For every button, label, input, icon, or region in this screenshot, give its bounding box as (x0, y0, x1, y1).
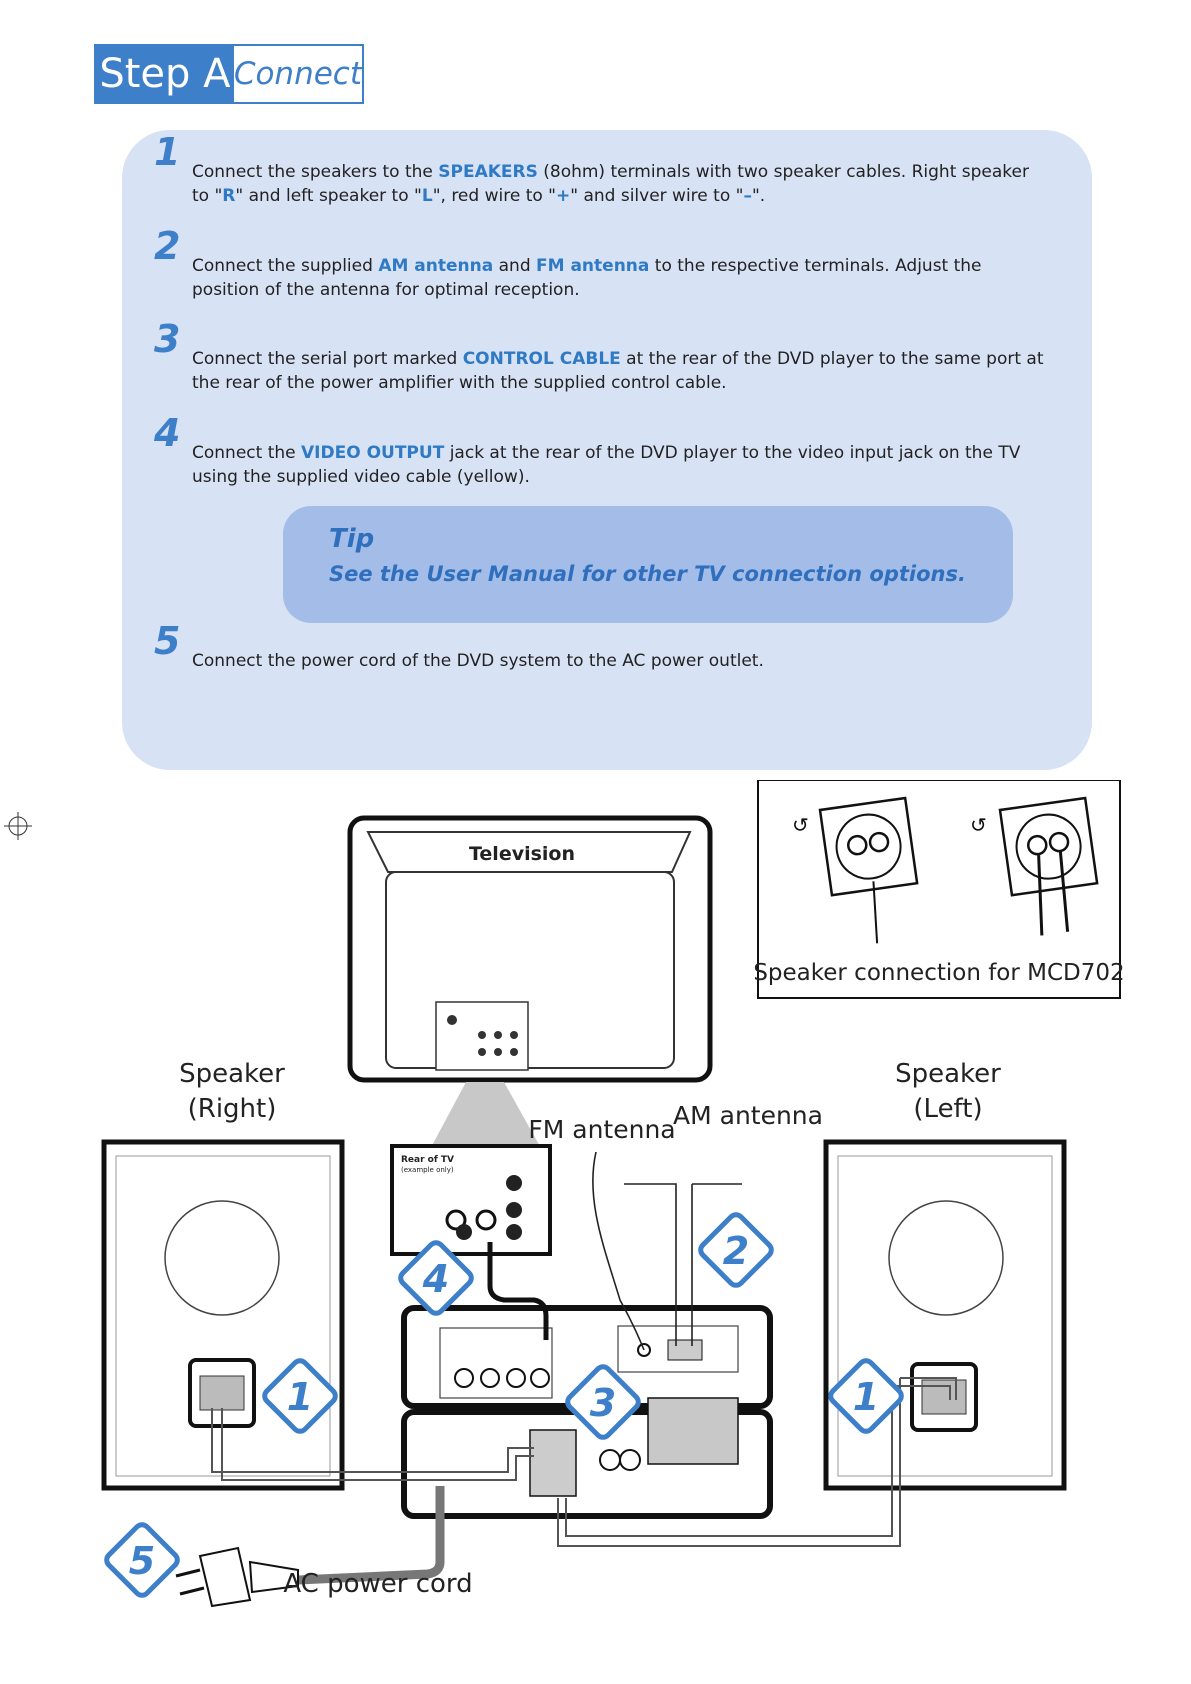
step-number: 3 (154, 317, 181, 361)
step-title: Connect (233, 56, 362, 92)
connection-diagram: Television ↺ ↺ Speaker connection for MC… (4, 780, 1125, 1608)
step-marker-5: 5 (104, 1522, 180, 1598)
step-text-segment: Connect the serial port marked (192, 349, 463, 369)
speaker-cables (211, 1377, 957, 1547)
step-marker-3: 3 (565, 1364, 641, 1440)
highlight-term: L (421, 186, 433, 206)
step-text: Connect the speakers to the SPEAKERS (8o… (166, 160, 1046, 208)
step-marker-1-left: 1 (828, 1358, 904, 1434)
speaker-left-illustration (823, 1139, 1067, 1491)
step-marker-4: 4 (398, 1240, 474, 1316)
highlight-term: CONTROL CABLE (462, 349, 621, 369)
highlight-term: SPEAKERS (438, 162, 538, 182)
highlight-term: – (743, 186, 752, 206)
step-text-segment: and (493, 256, 537, 276)
speaker-right-label-1: Speaker (179, 1059, 285, 1089)
highlight-term: AM antenna (378, 256, 494, 276)
svg-text:4: 4 (422, 1257, 449, 1301)
tip-text: See the User Manual for other TV connect… (329, 562, 966, 586)
power-amplifier-illustration (401, 1397, 773, 1519)
svg-text:5: 5 (129, 1539, 155, 1583)
step-text: Connect the supplied AM antenna and FM a… (166, 254, 1046, 302)
step-text-segment: Connect the (192, 443, 301, 463)
step-5: 5 Connect the power cord of the DVD syst… (154, 622, 1046, 673)
step-text-segment: Connect the power cord of the DVD system… (192, 651, 764, 671)
speaker-left-label-1: Speaker (895, 1059, 1001, 1089)
step-text-segment: ". (751, 186, 766, 206)
rear-of-tv-panel (390, 1144, 552, 1256)
step-label: Step A (96, 46, 234, 102)
step-marker-1-right: 1 (262, 1358, 338, 1434)
tip-title: Tip (329, 524, 375, 554)
speaker-connection-inset: ↺ ↺ (757, 780, 1121, 999)
highlight-term: VIDEO OUTPUT (301, 443, 445, 463)
step-2: 2 Connect the supplied AM antenna and FM… (154, 227, 1046, 302)
svg-text:1: 1 (287, 1375, 313, 1419)
television-illustration (347, 815, 713, 1168)
step-text-segment: jack at the rear of the DVD player to th… (192, 443, 1021, 487)
television-label: Television (469, 843, 575, 865)
svg-text:1: 1 (853, 1375, 879, 1419)
speaker-left-label-2: (Left) (913, 1094, 982, 1124)
step-number: 2 (154, 224, 181, 268)
ac-power-cord-illustration (175, 1486, 445, 1608)
antenna-wires (592, 1151, 742, 1351)
step-text-segment: ", red wire to " (432, 186, 556, 206)
highlight-term: FM antenna (536, 256, 650, 276)
step-text-segment: Connect the supplied (192, 256, 379, 276)
step-text-segment: " and left speaker to " (235, 186, 422, 206)
step-text: Connect the serial port marked CONTROL C… (166, 347, 1046, 395)
arrow-icon: ↺ (792, 813, 809, 837)
instruction-panel: 1 Connect the speakers to the SPEAKERS (… (122, 130, 1092, 770)
step-1: 1 Connect the speakers to the SPEAKERS (… (154, 133, 1046, 208)
fm-antenna-label: FM antenna (528, 1115, 675, 1144)
tip-box: Tip See the User Manual for other TV con… (283, 506, 1013, 623)
step-header: Step A Connect (94, 44, 364, 104)
arrow-icon: ↺ (970, 813, 987, 837)
step-text: Connect the VIDEO OUTPUT jack at the rea… (166, 441, 1046, 489)
highlight-term: + (555, 186, 571, 206)
step-text-segment: " and silver wire to " (570, 186, 744, 206)
step-number: 5 (154, 619, 181, 663)
video-cable (487, 1242, 549, 1340)
rear-of-tv-sublabel: (example only) (401, 1166, 454, 1174)
svg-text:2: 2 (723, 1229, 749, 1273)
highlight-term: R (222, 186, 236, 206)
step-number: 4 (154, 411, 181, 455)
step-3: 3 Connect the serial port marked CONTROL… (154, 320, 1046, 395)
speaker-connection-caption: Speaker connection for MCD702 (753, 960, 1124, 986)
speaker-right-label-2: (Right) (188, 1094, 277, 1124)
step-text-segment: Connect the speakers to the (192, 162, 439, 182)
step-text-segment: to the respective terminals. Adjust the … (192, 256, 982, 300)
ac-power-cord-label: AC power cord (283, 1569, 472, 1599)
step-text: Connect the power cord of the DVD system… (166, 649, 1046, 673)
rear-of-tv-label: Rear of TV (401, 1155, 454, 1165)
step-text-segment: (8ohm) terminals with two speaker cables… (192, 162, 1029, 206)
step-number: 1 (154, 130, 181, 174)
step-marker-2: 2 (698, 1212, 774, 1288)
registration-mark-icon (4, 812, 32, 840)
step-text-segment: at the rear of the DVD player to the sam… (192, 349, 1044, 393)
svg-text:3: 3 (590, 1381, 616, 1425)
am-antenna-label: AM antenna (673, 1101, 823, 1130)
step-4: 4 Connect the VIDEO OUTPUT jack at the r… (154, 414, 1046, 489)
